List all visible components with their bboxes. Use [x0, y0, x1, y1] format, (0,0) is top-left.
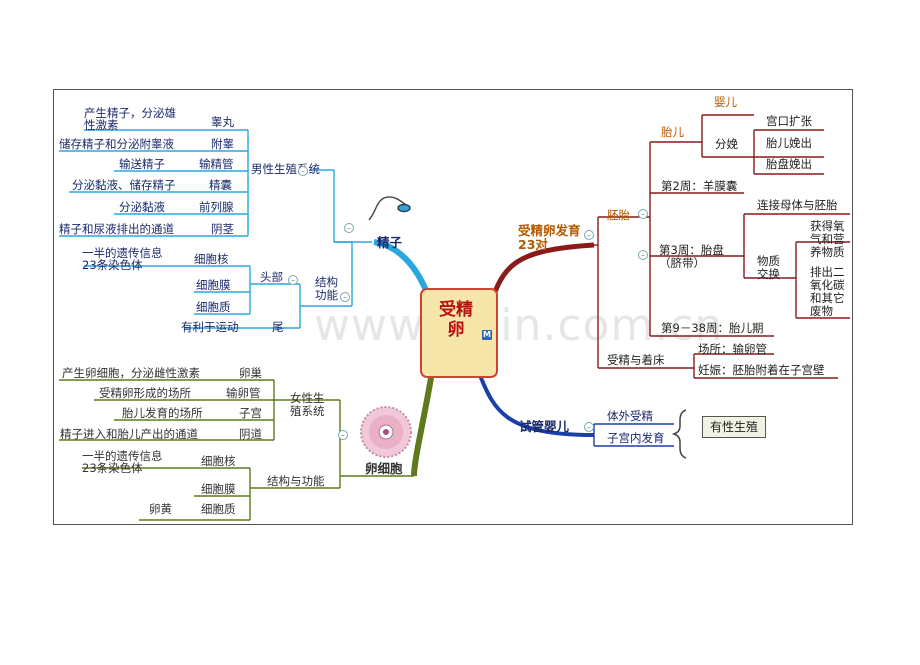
- organ-oviduct[interactable]: 输卵管: [226, 386, 261, 400]
- exchange-obtain[interactable]: 获得氧气和营养物质: [810, 219, 845, 259]
- fetus-label[interactable]: 胎儿: [661, 125, 684, 139]
- fertilization-place[interactable]: 场所：输卵管: [698, 342, 767, 356]
- exchange-excrete[interactable]: 排出二氧化碳和其它废物: [810, 265, 845, 318]
- ivf-title[interactable]: 试管婴儿: [519, 419, 570, 434]
- collapse-toggle-icon[interactable]: –: [338, 430, 348, 440]
- egg-nucleus-note: 一半的遗传信息23条染色体: [82, 449, 163, 475]
- organ-vagina[interactable]: 阴道: [239, 427, 262, 441]
- sperm-cytoplasm[interactable]: 细胞质: [196, 300, 231, 314]
- ivf-branch-curve: [477, 372, 595, 437]
- delivery-label[interactable]: 分娩: [715, 137, 738, 151]
- collapse-toggle-icon[interactable]: –: [288, 275, 298, 285]
- material-exchange[interactable]: 物质交换: [757, 254, 780, 281]
- egg-nucleus[interactable]: 细胞核: [201, 454, 236, 468]
- collapse-toggle-icon[interactable]: –: [298, 166, 308, 176]
- organ-vas-deferens[interactable]: 输精管: [199, 157, 234, 171]
- ivf-item-external[interactable]: 体外受精: [607, 409, 653, 423]
- function-oviduct: 受精卵形成的场所: [99, 386, 191, 400]
- function-seminal-vesicle: 分泌黏液、储存精子: [72, 178, 176, 192]
- sperm-tail[interactable]: 尾: [272, 320, 284, 334]
- function-prostate: 分泌黏液: [119, 200, 165, 214]
- egg-title[interactable]: 卵细胞: [365, 461, 403, 476]
- organ-prostate[interactable]: 前列腺: [199, 200, 234, 214]
- delivery-step-1[interactable]: 宫口扩张: [766, 114, 812, 128]
- center-node[interactable]: 受精卵 M: [420, 288, 498, 378]
- organ-epididymis[interactable]: 附睾: [211, 137, 234, 151]
- male-system-label[interactable]: 男性生殖系统: [251, 162, 320, 176]
- sperm-structure-label[interactable]: 结构功能: [315, 275, 338, 302]
- organ-ovary[interactable]: 卵巢: [239, 366, 262, 380]
- egg-branch-curve: [411, 371, 435, 477]
- delivery-step-3[interactable]: 胎盘娩出: [766, 157, 812, 171]
- sperm-membrane[interactable]: 细胞膜: [196, 278, 231, 292]
- sperm-head-label[interactable]: 头部: [260, 270, 283, 284]
- collapse-toggle-icon[interactable]: –: [340, 292, 350, 302]
- egg-cytoplasm-note: 卵黄: [149, 502, 172, 516]
- fetal-period-label[interactable]: 第9－38周：胎儿期: [661, 321, 764, 335]
- collapse-toggle-icon[interactable]: –: [638, 250, 648, 260]
- sperm-branch-curve: [373, 239, 431, 297]
- ivf-item-uterine[interactable]: 子宫内发育: [607, 431, 665, 445]
- function-penis: 精子和尿液排出的通道: [59, 222, 174, 236]
- fertilization-label[interactable]: 受精与着床: [607, 353, 665, 367]
- infant-label[interactable]: 婴儿: [714, 95, 737, 109]
- organ-uterus[interactable]: 子宫: [239, 406, 262, 420]
- fertilization-pregnancy[interactable]: 妊娠：胚胎附着在子宫壁: [698, 363, 825, 377]
- dev-branch-curve: [487, 242, 595, 306]
- mindmap-badge-icon: M: [482, 330, 492, 340]
- egg-cytoplasm[interactable]: 细胞质: [201, 502, 236, 516]
- delivery-step-2[interactable]: 胎儿娩出: [766, 136, 812, 150]
- egg-structure-label[interactable]: 结构与功能: [267, 474, 325, 488]
- sperm-nucleus-note: 一半的遗传信息23条染色体: [82, 246, 163, 272]
- egg-illustration: [360, 406, 412, 458]
- sperm-title[interactable]: 精子: [377, 235, 403, 250]
- mind-map-canvas: www.zixin.com.cn: [53, 89, 853, 525]
- center-title: 受精卵: [439, 300, 473, 340]
- summary-sexual-reproduction[interactable]: 有性生殖: [702, 416, 766, 438]
- female-system-label[interactable]: 女性生殖系统: [290, 391, 325, 418]
- function-vagina: 精子进入和胎儿产出的通道: [60, 427, 198, 441]
- collapse-toggle-icon[interactable]: –: [584, 422, 594, 432]
- function-uterus: 胎儿发育的场所: [122, 406, 203, 420]
- sperm-nucleus[interactable]: 细胞核: [194, 252, 229, 266]
- function-epididymis: 储存精子和分泌附睾液: [59, 137, 174, 151]
- placenta-connect[interactable]: 连接母体与胚胎: [757, 198, 838, 212]
- development-title[interactable]: 受精卵发育23对: [518, 223, 581, 252]
- week3-label[interactable]: 第3周：胎盘（脐带）: [659, 243, 724, 270]
- collapse-toggle-icon[interactable]: –: [584, 230, 594, 240]
- sperm-tail-note: 有利于运动: [181, 320, 239, 334]
- organ-penis[interactable]: 阴茎: [211, 222, 234, 236]
- organ-testis[interactable]: 睾丸: [211, 115, 234, 129]
- egg-membrane[interactable]: 细胞膜: [201, 482, 236, 496]
- collapse-toggle-icon[interactable]: –: [344, 223, 354, 233]
- embryo-label[interactable]: 胚胎: [607, 208, 630, 222]
- collapse-toggle-icon[interactable]: –: [638, 209, 648, 219]
- function-ovary: 产生卵细胞，分泌雌性激素: [62, 366, 200, 380]
- week2-label[interactable]: 第2周：羊膜囊: [661, 179, 738, 193]
- function-testis: 产生精子，分泌雄性激素: [84, 106, 176, 132]
- sperm-illustration: [368, 196, 411, 221]
- watermark: www.zixin.com.cn: [314, 300, 724, 351]
- organ-seminal-vesicle[interactable]: 精囊: [209, 178, 232, 192]
- brace-shape: [671, 409, 687, 459]
- function-vas-deferens: 输送精子: [119, 157, 165, 171]
